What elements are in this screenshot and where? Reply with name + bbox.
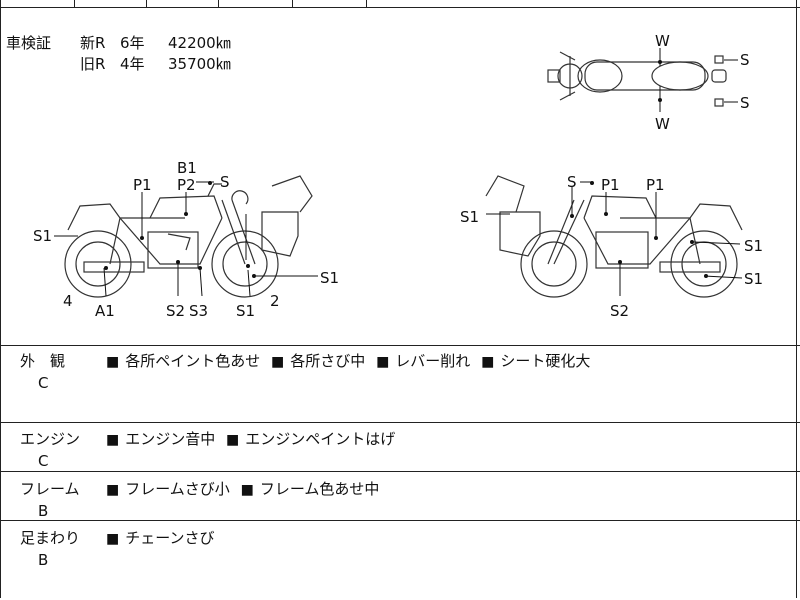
bullet: ■ (376, 354, 390, 370)
label-s: S (567, 173, 577, 191)
condition-item: フレームさび小 (125, 480, 230, 498)
top-view-bike (547, 51, 727, 107)
condition-item: 各所ペイント色あせ (125, 352, 261, 370)
grade-value: B (38, 551, 49, 569)
label-s3: S3 (189, 302, 208, 320)
bullet: ■ (106, 531, 120, 547)
section-divider (0, 422, 800, 423)
label-s1: S1 (460, 208, 479, 226)
condition-items: ■ チェーンさび (106, 527, 221, 548)
left-side-dots (104, 181, 256, 278)
condition-item: エンジンペイントはげ (245, 430, 396, 448)
motorcycle-damage-diagram: W S S W B1 S P1 P2 S1 4 (33, 32, 763, 320)
label-s1: S1 (236, 302, 255, 320)
label-s1: S1 (744, 270, 763, 288)
left-side-leaders (54, 181, 318, 297)
label-s: S (740, 94, 750, 112)
condition-item: エンジン音中 (125, 430, 216, 448)
label-s2: S2 (166, 302, 185, 320)
category-label: 外 観 (20, 352, 66, 370)
condition-item: シート硬化大 (500, 352, 591, 370)
condition-item: 各所さび中 (290, 352, 366, 370)
condition-item: レバー削れ (395, 352, 471, 370)
category-label: 足まわり (20, 529, 81, 547)
inspection-label: 車検証 (6, 34, 52, 52)
strip-divider (146, 0, 147, 8)
condition-items: ■ エンジン音中 ■ エンジンペイントはげ (106, 428, 401, 449)
label-p1: P1 (646, 176, 665, 194)
strip-divider (218, 0, 219, 8)
top-view-dots (658, 60, 662, 102)
condition-items: ■ 各所ペイント色あせ ■ 各所さび中 ■ レバー削れ ■ シート硬化大 (106, 350, 596, 371)
row-km: 42200㎞ (168, 34, 231, 52)
row-years: 4年 (120, 55, 145, 73)
condition-items: ■ フレームさび小 ■ フレーム色あせ中 (106, 478, 385, 499)
bullet: ■ (271, 354, 285, 370)
row-km: 35700㎞ (168, 55, 231, 73)
grade-value: C (38, 374, 49, 392)
label-s1: S1 (744, 237, 763, 255)
label-2: 2 (270, 292, 280, 310)
grade-value: B (38, 502, 49, 520)
strip-divider (366, 0, 367, 8)
strip-divider (74, 0, 75, 8)
label-b1: B1 (177, 159, 197, 177)
bullet: ■ (106, 432, 120, 448)
row-years: 6年 (120, 34, 145, 52)
section-divider (0, 471, 800, 472)
grade-value: C (38, 452, 49, 470)
condition-item: チェーンさび (125, 529, 215, 547)
label-s1: S1 (33, 227, 52, 245)
inspection-row-new: 新R 6年 42200㎞ (80, 32, 231, 54)
label-a1: A1 (95, 302, 115, 320)
section-divider (0, 345, 800, 346)
strip-divider (292, 0, 293, 8)
label-w-bottom: W (655, 115, 670, 133)
label-s1: S1 (320, 269, 339, 287)
bullet: ■ (240, 482, 254, 498)
category-label: エンジン (20, 430, 81, 448)
bullet: ■ (106, 482, 120, 498)
bullet: ■ (226, 432, 240, 448)
label-p2: P2 (177, 176, 196, 194)
row-type: 新R (80, 34, 106, 52)
label-4: 4 (63, 292, 73, 310)
category-label: フレーム (20, 480, 80, 498)
label-w-top: W (655, 32, 670, 50)
section-divider (0, 520, 800, 521)
label-s: S (740, 51, 750, 69)
label-p1: P1 (601, 176, 620, 194)
right-side-dots (570, 181, 708, 278)
label-s2: S2 (610, 302, 629, 320)
bullet: ■ (106, 354, 120, 370)
bullet: ■ (481, 354, 495, 370)
row-type: 旧R (80, 55, 106, 73)
condition-item: フレーム色あせ中 (259, 480, 380, 498)
right-side-bike (485, 175, 743, 298)
inspection-row-old: 旧R 4年 35700㎞ (80, 53, 231, 75)
label-p1: P1 (133, 176, 152, 194)
label-s: S (220, 173, 230, 191)
right-side-leaders (486, 181, 743, 296)
top-table-strip (0, 0, 800, 8)
left-side-bike (64, 175, 313, 298)
